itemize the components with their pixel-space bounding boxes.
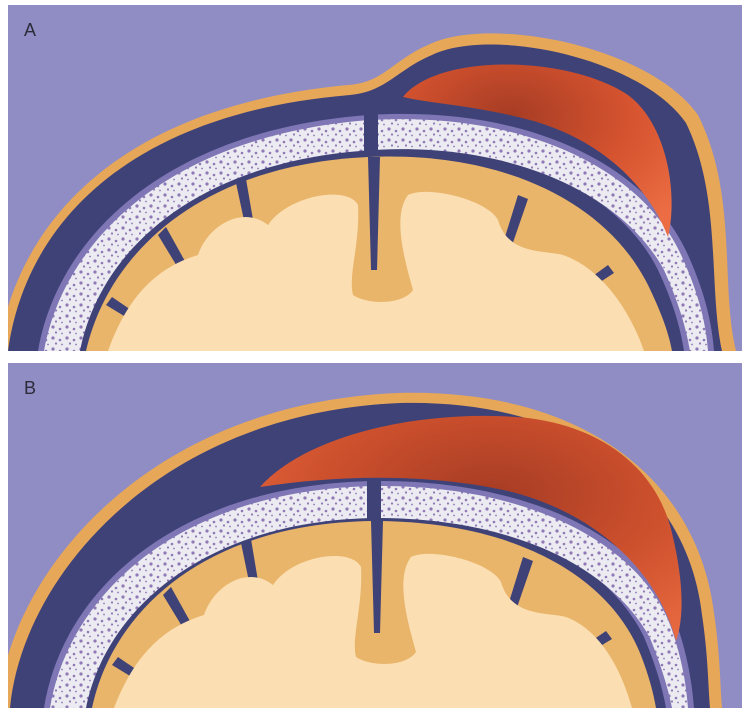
head-cross-section-b	[8, 363, 742, 708]
suture-a	[364, 109, 378, 153]
panel-label-a: A	[24, 21, 36, 39]
panel-a: A	[8, 5, 742, 351]
panel-label-b: B	[24, 379, 36, 397]
suture-b	[367, 477, 381, 519]
panel-b: B	[8, 363, 742, 708]
head-cross-section-a	[8, 5, 742, 351]
